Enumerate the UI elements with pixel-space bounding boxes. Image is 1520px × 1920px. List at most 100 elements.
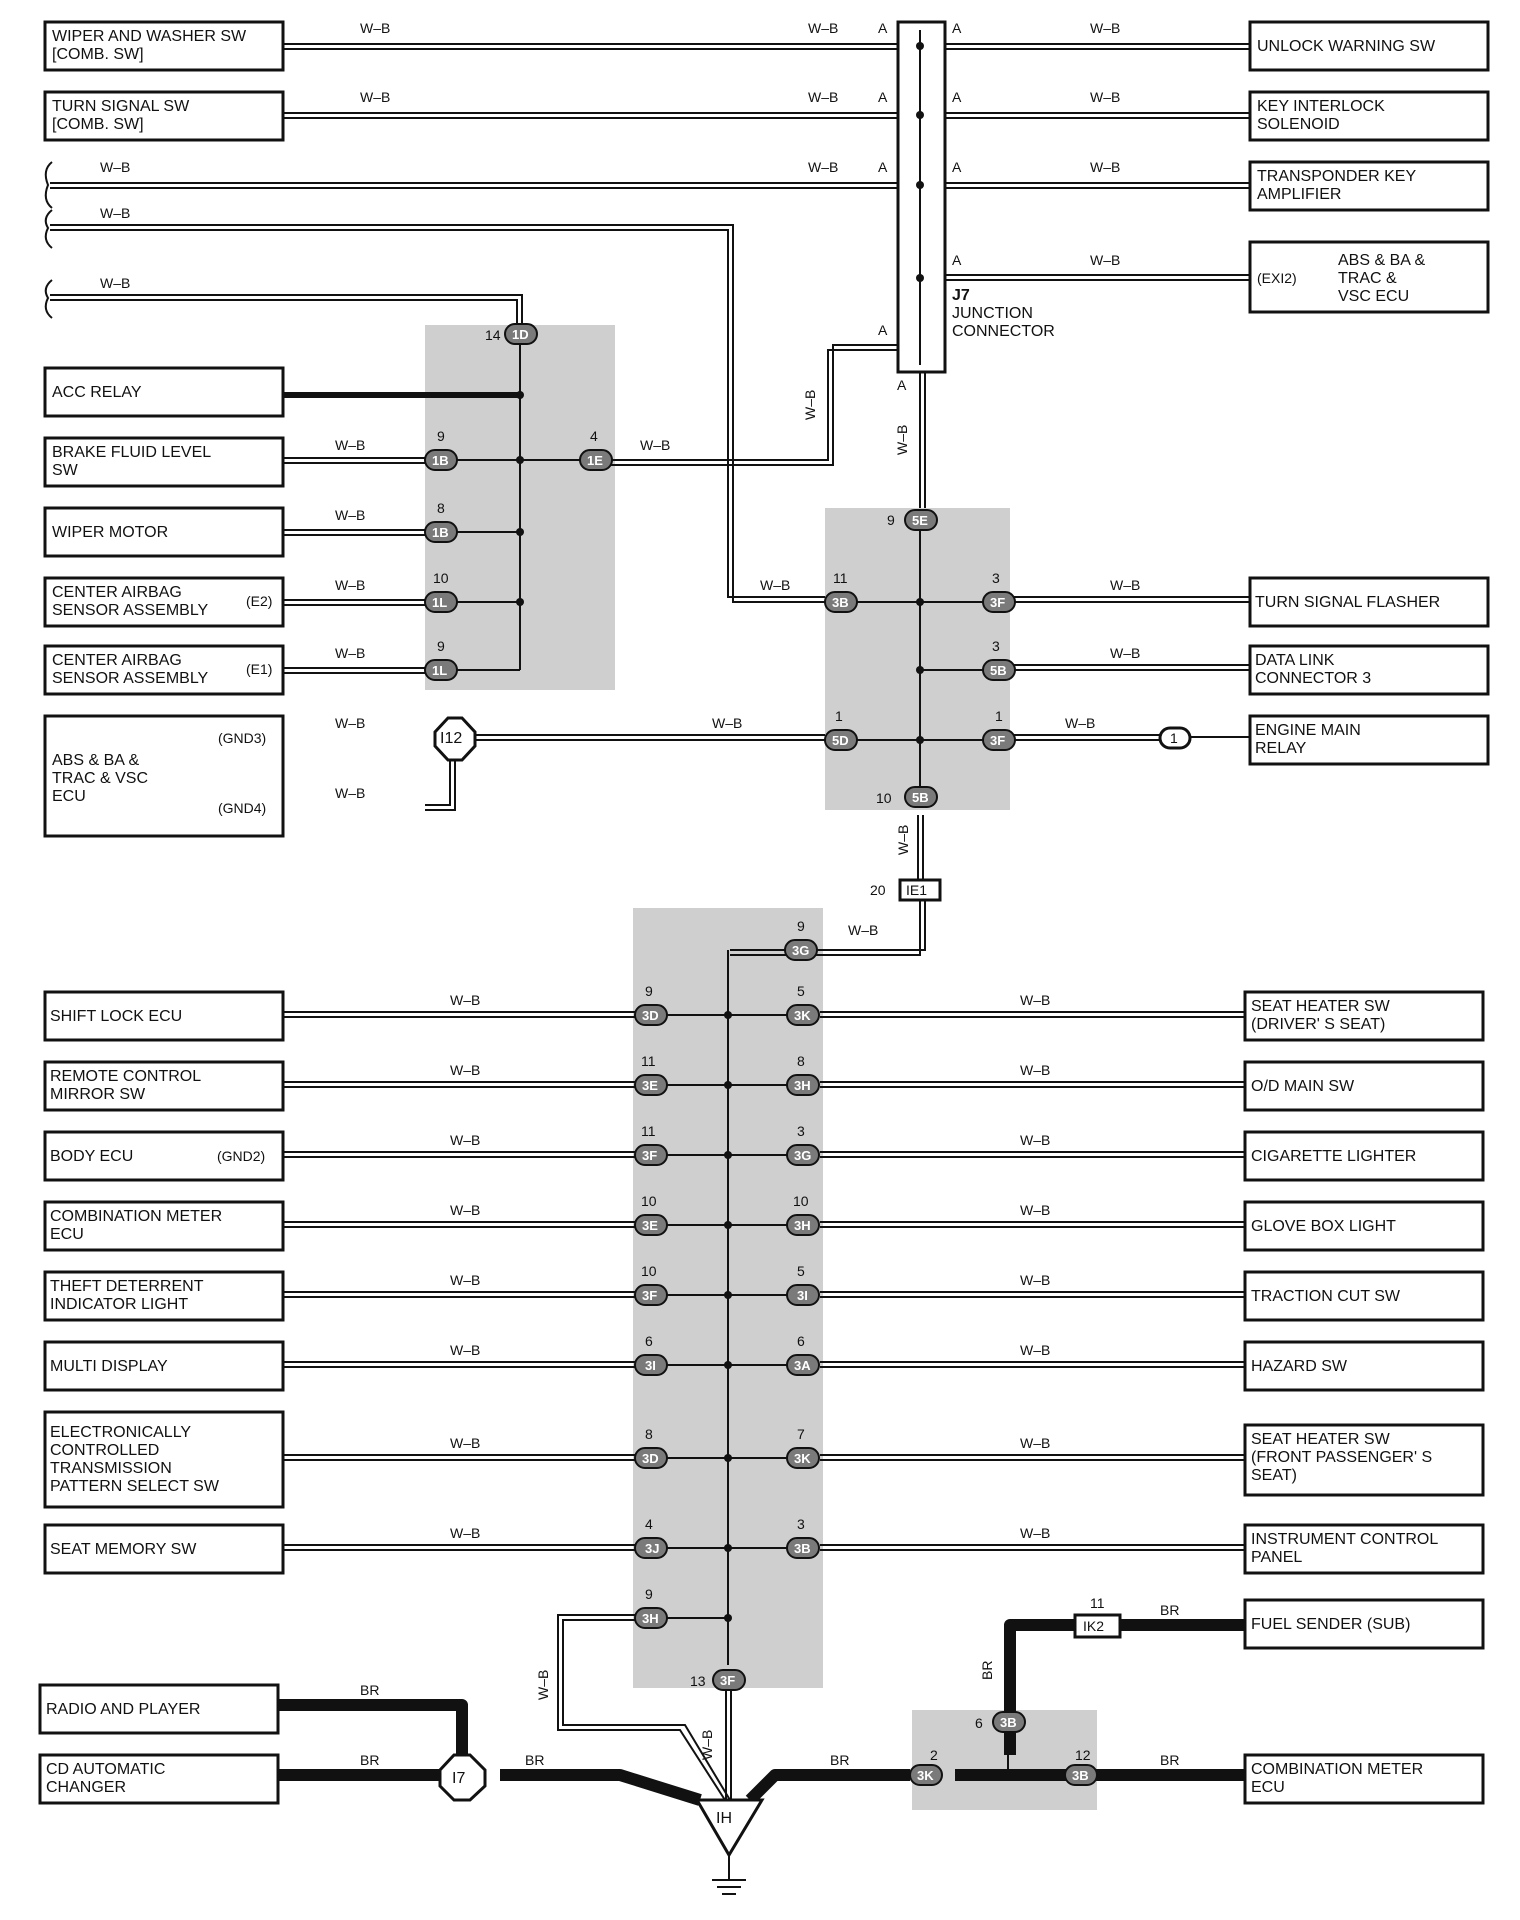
box-cd-changer xyxy=(38,1753,280,1805)
label-pins-p6: 6 xyxy=(645,1333,653,1349)
label-pins-p8: 8 xyxy=(797,1053,805,1069)
label-wire-label: W–B xyxy=(360,20,390,36)
label-left-components-14-lines-3: PATTERN SELECT SW xyxy=(50,1478,220,1495)
label-wire-label-br: BR xyxy=(525,1752,544,1768)
i7-label: I7 xyxy=(452,1770,465,1787)
j7-label-2: CONNECTOR xyxy=(952,323,1055,340)
label-wire-label-br: BR xyxy=(1160,1602,1179,1618)
label-wire-label: W–B xyxy=(450,1132,480,1148)
label-connectors-c3F: 3F xyxy=(642,1288,657,1303)
label-right-components-6-lines-1: RELAY xyxy=(1255,740,1307,757)
label-pins-p7: 7 xyxy=(797,1426,805,1442)
label-left-components-14-lines-1: CONTROLLED xyxy=(50,1442,159,1459)
label-right-components-1-lines-1: SOLENOID xyxy=(1257,116,1340,133)
label-wire-label: W–B xyxy=(100,205,130,221)
label-wire-label: W–B xyxy=(712,715,742,731)
label-connectors-c3H: 3H xyxy=(794,1078,811,1093)
top-wires xyxy=(50,43,1250,603)
label-left-components-9-lines-1: MIRROR SW xyxy=(50,1086,146,1103)
label-right-components-2-lines-1: AMPLIFIER xyxy=(1257,186,1341,203)
box-multi-display xyxy=(43,1340,285,1392)
label-connectors-c3A: 3A xyxy=(794,1358,811,1373)
label-left-components-16-lines-0: RADIO AND PLAYER xyxy=(46,1701,200,1718)
box-acc-relay xyxy=(43,366,285,418)
ih-ground xyxy=(694,1798,765,1858)
label-pin-a: A xyxy=(952,89,962,105)
label-left-components-17-lines-1: CHANGER xyxy=(46,1779,126,1796)
label-left-components-3-lines-1: SW xyxy=(52,462,79,479)
label-wire-label: W–B xyxy=(535,1670,551,1700)
label-wire-label: W–B xyxy=(100,275,130,291)
box-traction-cut xyxy=(1243,1270,1485,1322)
label-left-components-1-lines-1: [COMB. SW] xyxy=(52,116,144,133)
label-right-components-3-lines-0: ABS & BA & xyxy=(1338,252,1425,269)
label-right-components-3-pin: (EXI2) xyxy=(1257,270,1297,286)
label-wire-label: W–B xyxy=(1020,1132,1050,1148)
label-wire-label: W–B xyxy=(1020,1202,1050,1218)
label-pins-p8: 8 xyxy=(645,1426,653,1442)
label-wire-label: W–B xyxy=(1020,1272,1050,1288)
label-pins-p12: 12 xyxy=(1075,1747,1091,1763)
label-pins-p10: 10 xyxy=(793,1193,809,1209)
label-pins-p1: 1 xyxy=(835,708,843,724)
label-wire-label-br: BR xyxy=(360,1682,379,1698)
center-block-connectors: 5E 3B 3F 5B 5D 3F 5B 9 11 3 3 1 1 10 xyxy=(824,509,1016,808)
label-pins-p9: 9 xyxy=(887,512,895,528)
label-connectors-c3F: 3F xyxy=(990,733,1005,748)
label-wire-label: W–B xyxy=(808,159,838,175)
label-right-components-7-lines-1: (DRIVER' S SEAT) xyxy=(1251,1016,1385,1033)
ground-icon xyxy=(712,1855,746,1895)
label-wire-label: W–B xyxy=(1020,1342,1050,1358)
label-wire-label: W–B xyxy=(1020,992,1050,1008)
label-wire-label: W–B xyxy=(335,715,365,731)
label-connectors-c3D: 3D xyxy=(642,1008,659,1023)
label-pin-a: A xyxy=(878,159,888,175)
label-left-components-7-lines-0: ABS & BA & xyxy=(52,752,139,769)
lower-block-wires xyxy=(283,950,1250,1801)
box-abs-ecu-left xyxy=(43,714,285,838)
label-connectors-c5D: 5D xyxy=(832,733,849,748)
label-wire-label: W–B xyxy=(1020,1435,1050,1451)
label-right-components-11-lines-0: TRACTION CUT SW xyxy=(1251,1288,1401,1305)
label-wire-label: W–B xyxy=(640,437,670,453)
label-wire-label-br: BR xyxy=(979,1661,995,1680)
label-left-components-10-pin: (GND2) xyxy=(217,1148,265,1164)
box-cig-lighter xyxy=(1243,1130,1485,1182)
label-right-components-15-lines-0: FUEL SENDER (SUB) xyxy=(1251,1616,1410,1633)
j7-junction-connector xyxy=(896,20,947,374)
label-wire-label: W–B xyxy=(450,1525,480,1541)
label-pins-p1: 1 xyxy=(995,708,1003,724)
label-wire-label: W–B xyxy=(450,1202,480,1218)
center-block-wires xyxy=(425,520,1250,956)
label-left-components-14-lines-0: ELECTRONICALLY xyxy=(50,1424,191,1441)
label-right-components-3-lines-2: VSC ECU xyxy=(1338,288,1409,305)
label-left-components-7-lines-1: TRAC & VSC xyxy=(52,770,148,787)
label-right-components-16-lines-1: ECU xyxy=(1251,1779,1285,1796)
label-pins-p11: 11 xyxy=(641,1123,656,1139)
label-pins-p11: 11 xyxy=(833,570,848,586)
left-block-wire-labels: W–B W–B W–B W–B W–B xyxy=(335,437,670,661)
label-left-components-5-lines-1: SENSOR ASSEMBLY xyxy=(52,602,209,619)
box-airbag-e1 xyxy=(43,644,285,696)
label-wire-label: W–B xyxy=(450,1272,480,1288)
label-connectors-c3J: 3J xyxy=(645,1541,659,1556)
label-wire-label: W–B xyxy=(1065,715,1095,731)
label-pins-p2: 2 xyxy=(930,1747,938,1763)
label-pins-p4: 4 xyxy=(645,1516,653,1532)
label-right-components-13-lines-1: (FRONT PASSENGER' S xyxy=(1251,1449,1432,1466)
label-connectors-c1D: 1D xyxy=(512,327,529,342)
label-right-components-0-lines-0: UNLOCK WARNING SW xyxy=(1257,38,1436,55)
label-wire-label: W–B xyxy=(1090,252,1120,268)
label-pins-p3: 3 xyxy=(992,638,1000,654)
j7-label-1: JUNCTION xyxy=(952,305,1033,322)
label-connectors-c3F: 3F xyxy=(990,595,1005,610)
center-block-wire-labels: W–B W–B W–B W–B W–B W–B W–B W–B W–B xyxy=(335,577,1140,938)
label-connectors-c3I: 3I xyxy=(797,1288,808,1303)
label-right-components-10-lines-0: GLOVE BOX LIGHT xyxy=(1251,1218,1396,1235)
ih-label: IH xyxy=(716,1810,732,1827)
lower-block-connectors: 3G 3D 3K 3E 3H 3F 3G 3E 3H 3F 3I 3I 3A 3… xyxy=(634,939,820,1691)
box-ect-switch xyxy=(43,1410,285,1509)
label-left-components-10-lines-0: BODY ECU xyxy=(50,1148,133,1165)
box-key-interlock xyxy=(1248,90,1490,142)
